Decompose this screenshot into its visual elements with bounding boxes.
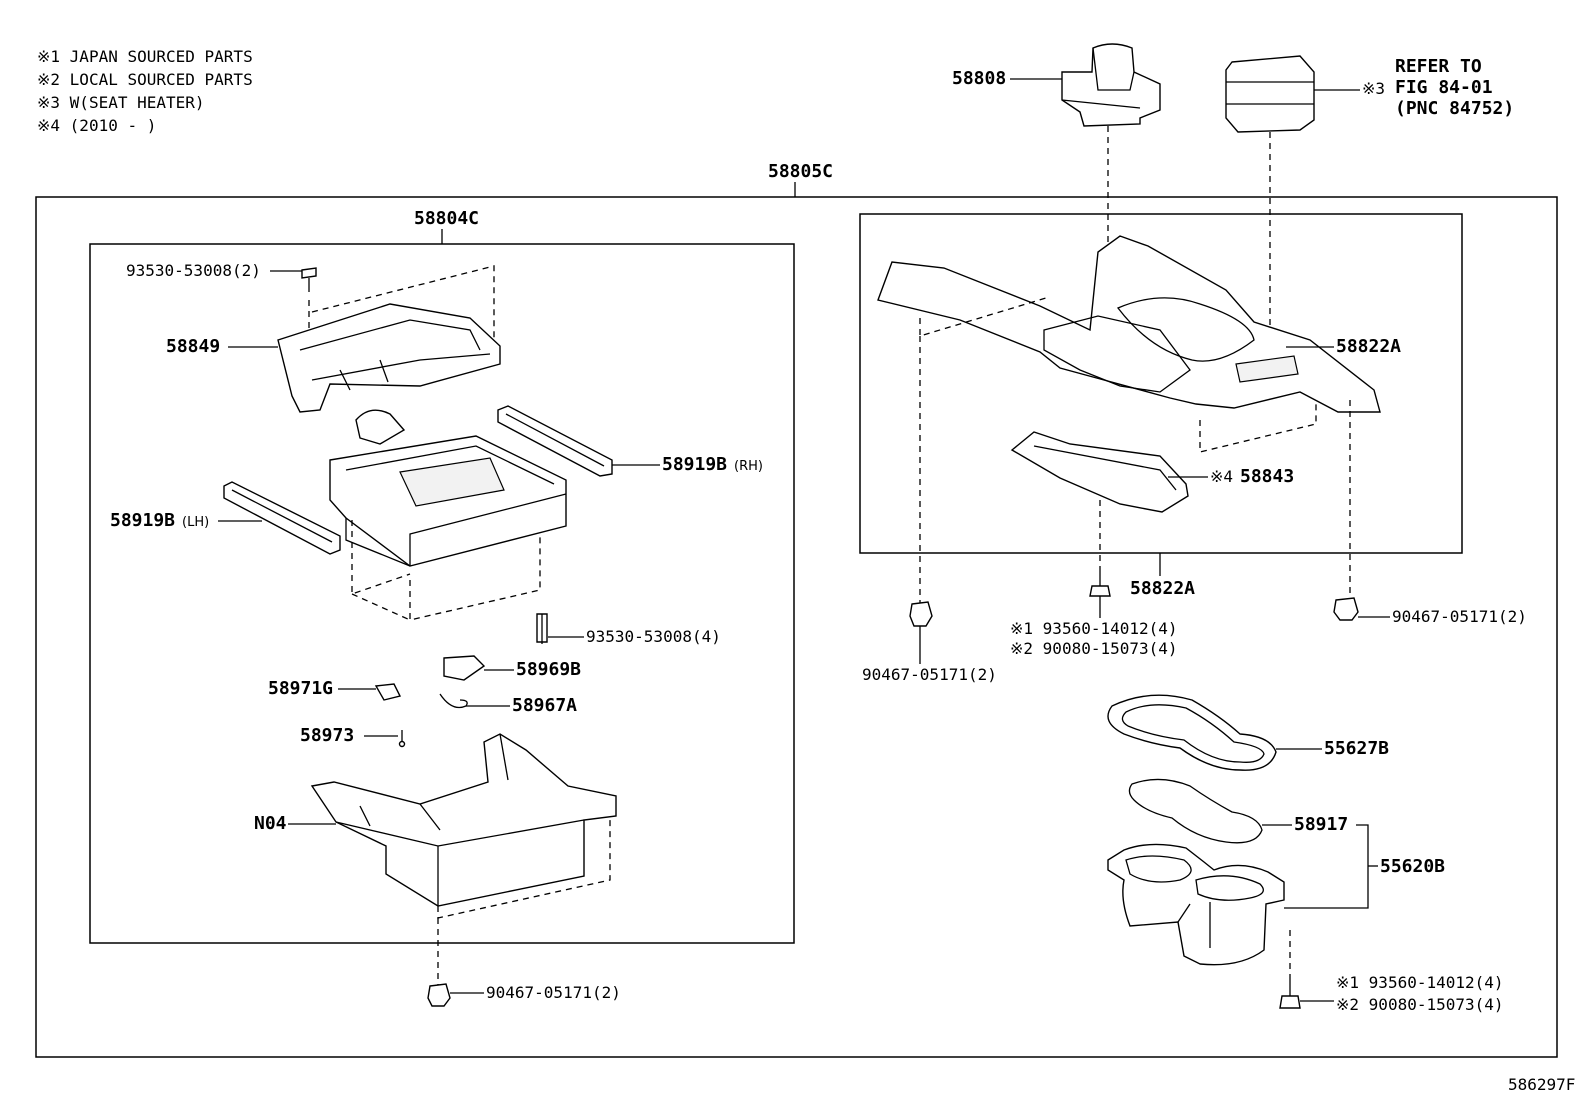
note-3: ※3 W(SEAT HEATER) (37, 93, 205, 112)
dash-panel-right (1199, 400, 1317, 453)
label-screw-br-2: ※2 90080-15073(4) (1336, 995, 1504, 1014)
screw-93560-center (1089, 568, 1111, 597)
dash-base-bottom (437, 818, 611, 919)
rail-58919b-rh (497, 405, 613, 477)
label-clip-right: 90467-05171(2) (1392, 607, 1527, 626)
label-58808: 58808 (952, 68, 1006, 89)
notes-block: ※1 JAPAN SOURCED PARTS ※2 LOCAL SOURCED … (37, 47, 253, 135)
refer-line-2: FIG 84-01 (1395, 77, 1493, 98)
spring-58967a (439, 693, 468, 709)
bracket-58849 (277, 303, 501, 413)
label-screw-br-1: ※1 93560-14012(4) (1336, 973, 1504, 992)
assembly-frame-58805c (35, 196, 1558, 1058)
label-58843-prefix: ※4 (1210, 467, 1233, 486)
shift-boot-58808 (1061, 43, 1161, 127)
screw-93530-top (301, 267, 317, 292)
note-2: ※2 LOCAL SOURCED PARTS (37, 70, 253, 89)
console-box (329, 409, 567, 567)
label-58967a: 58967A (512, 695, 577, 716)
label-58804c: 58804C (414, 208, 479, 229)
label-58822a-bottom: 58822A (1130, 578, 1195, 599)
bracket-55620b (1284, 824, 1369, 909)
label-screw-center-2: ※2 90080-15073(4) (1010, 639, 1178, 658)
rail-58919b-lh (223, 481, 341, 555)
dash-box-left (351, 520, 411, 595)
label-58917: 58917 (1294, 814, 1348, 835)
part-58969b (443, 655, 486, 681)
label-58919b-lh: 58919B (110, 510, 175, 531)
console-base-n04 (310, 733, 617, 907)
label-58805c: 58805C (768, 161, 833, 182)
note-4: ※4 (2010 - ) (37, 116, 156, 135)
label-55627b: 55627B (1324, 738, 1389, 759)
inner-panel-58843 (1010, 431, 1189, 513)
label-screw-mid-left: 93530-53008(4) (586, 627, 721, 646)
refer-prefix: ※3 (1362, 79, 1385, 98)
label-55620b: 55620B (1380, 856, 1445, 877)
label-clip-center-left: 90467-05171(2) (862, 665, 997, 684)
ring-58917 (1128, 778, 1263, 844)
clip-90467-center-left (909, 601, 933, 627)
dash-box-corner (351, 593, 411, 621)
screw-93530-mid (536, 613, 548, 644)
refer-line-3: (PNC 84752) (1395, 98, 1514, 119)
label-58973: 58973 (300, 725, 354, 746)
dash-box-bottom (409, 534, 541, 621)
part-58971g (374, 683, 402, 701)
ring-55627b (1107, 694, 1277, 771)
assembly-frame-58822a (859, 213, 1463, 554)
label-58849: 58849 (166, 336, 220, 357)
label-58919b-rh: 58919B (662, 454, 727, 475)
label-clip-bottom-left: 90467-05171(2) (486, 983, 621, 1002)
pin-58973 (398, 730, 406, 748)
label-58843: 58843 (1240, 466, 1294, 487)
seat-heater-switch (1225, 55, 1315, 133)
label-58969b: 58969B (516, 659, 581, 680)
label-screw-top-left: 93530-53008(2) (126, 261, 261, 280)
label-n04: N04 (254, 813, 287, 834)
label-58822a-top: 58822A (1336, 336, 1401, 357)
dash-panel-left (919, 297, 1047, 337)
label-rh-suffix: (RH) (734, 459, 763, 474)
label-58971g: 58971G (268, 678, 333, 699)
label-lh-suffix: (LH) (182, 515, 209, 530)
refer-line-1: REFER TO (1395, 56, 1482, 77)
upper-panel-58822a (877, 235, 1381, 413)
cup-holder-55620b (1107, 843, 1285, 966)
clip-90467-bottom-left (427, 983, 451, 1007)
note-1: ※1 JAPAN SOURCED PARTS (37, 47, 253, 66)
dash-58849-top (311, 265, 495, 340)
figure-id: 586297F (1508, 1075, 1575, 1094)
screw-93560-bottom-right (1279, 980, 1301, 1009)
label-screw-center-1: ※1 93560-14012(4) (1010, 619, 1178, 638)
clip-90467-right (1333, 597, 1359, 621)
